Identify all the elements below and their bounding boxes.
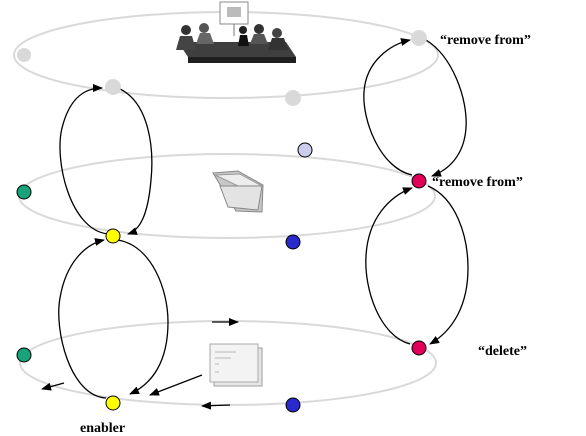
middle-layer-node-blue <box>285 234 301 250</box>
left-lower-loop-arrow-up <box>58 238 107 399</box>
meeting-clipart-icon <box>176 1 296 63</box>
right-upper-loop-arrow-up <box>363 38 413 176</box>
top-layer-node-upper <box>105 79 121 95</box>
middle-layer-node-magenta <box>411 173 427 189</box>
right-lower-loop-arrow-down <box>427 185 469 345</box>
bottom-ellipse-left-arrow <box>41 382 65 391</box>
bottom-layer-node-teal <box>16 347 32 363</box>
left-lower-loop-arrow-down <box>117 239 169 395</box>
right-upper-loop-arrow-down <box>425 39 467 177</box>
enabler-label: enabler <box>80 421 125 436</box>
top-layer-node-left <box>17 48 31 62</box>
document-to-enabler-arrow <box>149 374 203 396</box>
right-lower-loop-arrow-up <box>365 187 413 345</box>
bottom-layer-node-yellow <box>105 395 121 411</box>
left-upper-loop-arrow-left <box>59 84 109 235</box>
middle-layer-node-lavender <box>297 142 313 158</box>
delete-label: “delete” <box>478 344 527 359</box>
middle-layer-node-teal <box>16 184 32 200</box>
bottom-layer-node-blue <box>285 397 301 413</box>
top-layer-node-right <box>411 30 427 46</box>
document-icon <box>209 343 263 387</box>
middle-layer-node-yellow <box>105 228 121 244</box>
bottom-ellipse-direction-arrow-left <box>201 401 231 410</box>
folder-icon <box>212 170 264 213</box>
top-layer-node-lower <box>285 90 301 106</box>
bottom-layer-node-magenta <box>411 340 427 356</box>
middle-remove-from-label: “remove from” <box>432 175 523 190</box>
left-upper-loop-arrow-right <box>117 87 153 235</box>
top-remove-from-label: “remove from” <box>440 33 531 48</box>
